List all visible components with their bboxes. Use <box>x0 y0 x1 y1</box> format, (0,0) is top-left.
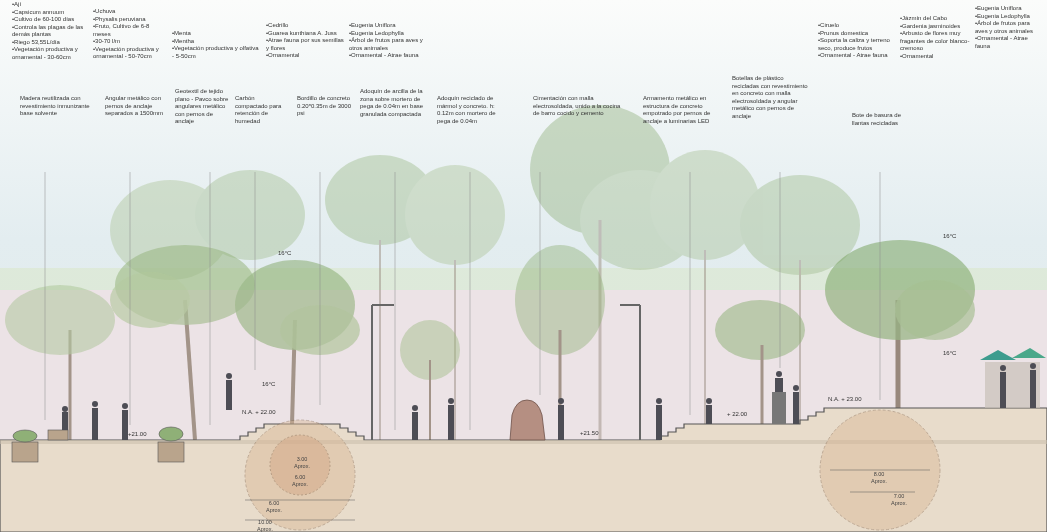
level-label: N.A. + 22.00 <box>242 409 276 417</box>
plant-note: •Prunus domestica <box>818 30 896 38</box>
plant-note: •Arbusto de flores muy fragantes de colo… <box>900 30 972 53</box>
plant-list: •Menta•Mentha•Vegetación productiva y ol… <box>172 30 260 60</box>
dimension-label: 6.00 Aprox. <box>288 474 312 487</box>
material-callout: Armamento metálico en estructura de conc… <box>643 95 725 125</box>
temperature-label: 16°C <box>262 381 275 389</box>
plant-note: •Ornamental <box>900 53 972 61</box>
level-label: N.A. + 23.00 <box>828 396 862 404</box>
material-callout: Carbón compactado para retención de hume… <box>235 95 287 125</box>
lamp-posts <box>372 305 640 440</box>
plant-list: •Jázmín del Cabo•Gardenia jasminoides•Ar… <box>900 15 972 60</box>
plant-note: •Guarea kunthiana A. Juss <box>266 30 346 38</box>
material-callout: Botellas de plástico recicladas con reve… <box>732 75 810 120</box>
plant-note: •Uchuva <box>93 8 168 16</box>
level-label: + 22.00 <box>727 411 747 419</box>
background-trees <box>110 105 860 440</box>
material-callout: Adoquín de arcilla de la zona sobre mort… <box>360 88 432 118</box>
kiosk <box>980 348 1046 408</box>
plant-note: •Jázmín del Cabo <box>900 15 972 23</box>
root-ball-right <box>820 410 940 530</box>
plant-note: •Ornamental - Atrae fauna <box>975 35 1043 50</box>
level-label: +21.50 <box>580 430 599 438</box>
plant-note: •Árbol de frutos para aves y otros anima… <box>975 20 1043 35</box>
plant-list: •Ají•Capsicum annuum•Cultivo de 60-100 d… <box>12 1 90 61</box>
material-callout: Bordillo de concreto 0.20*0.35m de 3000 … <box>297 95 355 118</box>
people <box>62 363 1036 440</box>
plant-note: •Vegetación productiva y ornamental - 50… <box>93 46 168 61</box>
dimension-label: 6.00 Aprox. <box>262 500 286 513</box>
plant-list: •Eugenia Uniflora•Eugenia Ledophylla•Árb… <box>975 5 1043 50</box>
plant-note: •Gardenia jasminoides <box>900 23 972 31</box>
dimension-label: 8.00 Aprox. <box>866 471 892 484</box>
material-callout: Geotextil de tejido plano - Pavco sobre … <box>175 88 233 126</box>
plant-note: •Cedrillo <box>266 22 346 30</box>
clay-oven <box>510 400 545 440</box>
temperature-label: 16°C <box>943 233 956 241</box>
plant-note: •Controla las plagas de las demás planta… <box>12 24 90 39</box>
plant-note: •Vegetación productiva y olfativa - 5-50… <box>172 45 260 60</box>
plant-list: •Cedrillo•Guarea kunthiana A. Juss•Atrae… <box>266 22 346 60</box>
plant-note: •Ornamental - Atrae fauna <box>818 52 896 60</box>
plant-note: •Vegetación productiva y ornamental - 30… <box>12 46 90 61</box>
material-callout: Bote de basura de llantas recicladas <box>852 112 914 127</box>
plant-note: •Menta <box>172 30 260 38</box>
plant-note: •Eugenia Ledophylla <box>349 30 424 38</box>
plant-note: •Ornamental - Atrae fauna <box>349 52 424 60</box>
plant-note: •Eugenia Uniflora <box>975 5 1043 13</box>
plant-list: •Uchuva•Physalis peruviana•Fruto, Cultiv… <box>93 8 168 61</box>
plant-note: •Ornamental <box>266 52 346 60</box>
material-callout: Adoquín reciclado de mármol y concreto. … <box>437 95 509 125</box>
plant-note: •Riego 53,55L/día <box>12 39 90 47</box>
material-callout: Madera reutilizada con revestimiento inm… <box>20 95 92 118</box>
leader-lines <box>45 172 880 430</box>
root-ball-left <box>245 420 355 530</box>
plant-note: •30-70 l/m <box>93 38 168 46</box>
plant-note: •Fruto, Cultivo de 6-8 meses <box>93 23 168 38</box>
dimension-label: 10.00 Aprox. <box>250 519 280 532</box>
temperature-label: 16°C <box>278 250 291 258</box>
plant-note: •Capsicum annuum <box>12 9 90 17</box>
temperature-label: 16°C <box>943 350 956 358</box>
level-label: +21.00 <box>128 431 147 439</box>
dimension-label: 3.00 Aprox. <box>290 456 314 469</box>
plant-list: •Eugenia Uniflora•Eugenia Ledophylla•Árb… <box>349 22 424 60</box>
plant-note: •Physalis peruviana <box>93 16 168 24</box>
plant-note: •Mentha <box>172 38 260 46</box>
plant-list: •Ciruelo•Prunus domestica•Soporta la cal… <box>818 22 896 60</box>
material-callout: Angular metálico con pernos de anclaje s… <box>105 95 175 118</box>
plant-note: •Árbol de frutos para aves y otros anima… <box>349 37 424 52</box>
plant-note: •Cultivo de 60-100 días <box>12 16 90 24</box>
plant-note: •Eugenia Uniflora <box>349 22 424 30</box>
plant-note: •Ají <box>12 1 90 9</box>
plant-note: •Atrae fauna por sus semillas y flores <box>266 37 346 52</box>
material-callout: Cimentación con malla electrosoldada, un… <box>533 95 623 118</box>
dimension-label: 7.00 Aprox. <box>886 493 912 506</box>
plant-note: •Soporta la caliza y terreno seco, produ… <box>818 37 896 52</box>
plant-note: •Eugenia Ledophylla <box>975 13 1043 21</box>
plant-note: •Ciruelo <box>818 22 896 30</box>
